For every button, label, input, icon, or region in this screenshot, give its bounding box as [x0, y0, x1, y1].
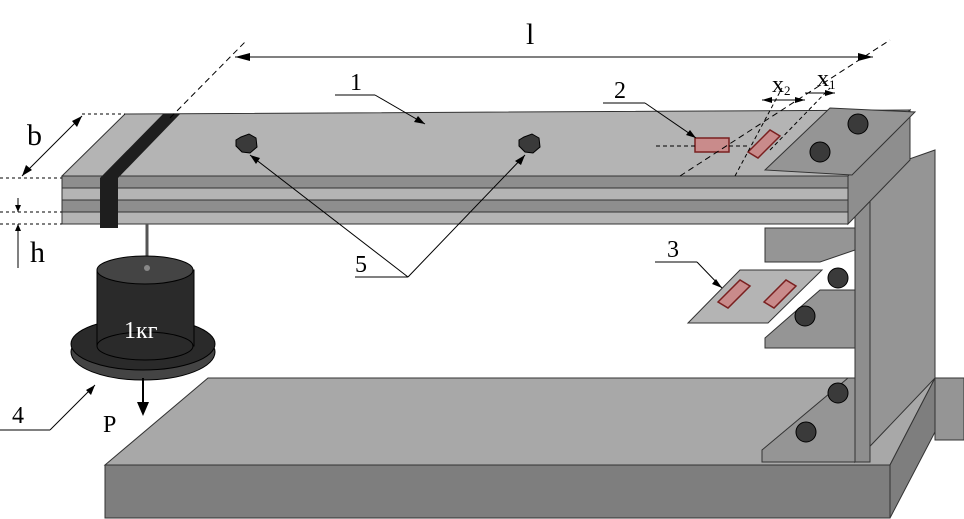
bolt-right — [518, 133, 541, 154]
bolt-left — [235, 133, 258, 154]
force-arrow — [137, 378, 149, 416]
upper-shelf-support — [764, 227, 856, 263]
leader-lines — [0, 94, 723, 431]
dimension-lines — [0, 39, 891, 268]
beam-stack — [60, 107, 917, 226]
length-label: l — [526, 18, 534, 51]
clamp-plate — [763, 107, 917, 176]
base-bolt-1 — [827, 382, 849, 404]
beam-layer-4 — [61, 211, 849, 225]
sample-gauge-2 — [762, 279, 798, 309]
gauge-x2 — [694, 137, 730, 153]
beam-layer-1 — [61, 175, 849, 189]
weight-hook — [144, 265, 150, 271]
base-plate-front — [104, 464, 891, 519]
sample-gauge-1 — [716, 279, 752, 309]
beam-layer-2 — [61, 187, 849, 201]
weight-body-bottom — [96, 331, 194, 361]
gauge-number-label: 2 — [614, 78, 626, 104]
clamp-bolt-1 — [847, 113, 869, 135]
sample-number-label: 3 — [667, 237, 679, 263]
gauge-x1 — [746, 129, 782, 159]
weight: 1кг — [70, 224, 216, 381]
height-label: h — [30, 236, 45, 269]
weight-number-label: 4 — [12, 403, 24, 429]
shelf-bolt-1 — [827, 267, 849, 289]
bolt-number-label: 5 — [355, 252, 367, 278]
end-clamp-band — [100, 114, 180, 228]
beam-number-label: 1 — [350, 70, 362, 96]
sample-plate — [686, 269, 824, 324]
base-foot — [934, 377, 964, 441]
x2-label: x2 — [772, 72, 791, 98]
force-label: P — [103, 412, 116, 438]
beam-layer-3 — [61, 199, 849, 213]
strain-gauges-beam — [656, 129, 782, 159]
x1-label: x1 — [817, 66, 836, 92]
clamp-bolt-2 — [809, 141, 831, 163]
weight-mass-label: 1кг — [124, 318, 158, 344]
support-column-face — [854, 177, 871, 463]
base-bolt-2 — [795, 421, 817, 443]
shelf-bolt-2 — [794, 305, 816, 327]
base-plate — [103, 377, 964, 519]
bolts-clamp — [794, 113, 869, 443]
width-label: b — [27, 119, 42, 152]
bolts-beam — [235, 133, 541, 154]
